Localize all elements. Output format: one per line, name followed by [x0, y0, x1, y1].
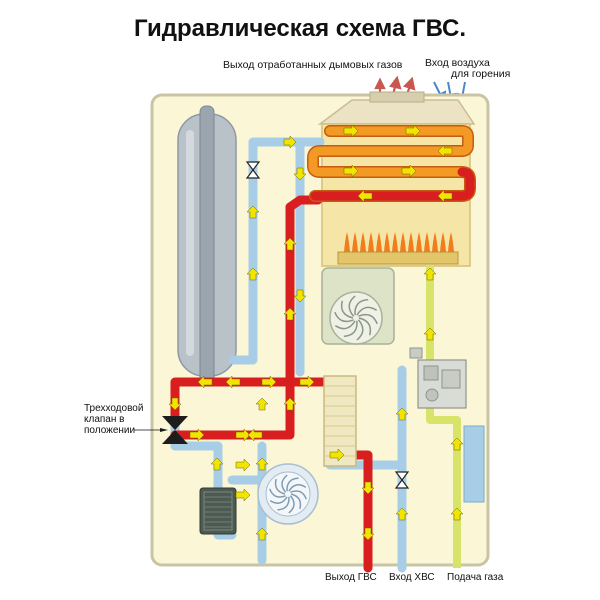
impeller-blade [286, 477, 299, 492]
flow-arrow [437, 144, 453, 158]
impeller-blade [340, 300, 354, 319]
shutoff-valve-icon [245, 161, 410, 489]
impeller-blade [281, 474, 288, 493]
impeller-blade [358, 317, 372, 336]
flame [408, 232, 414, 252]
flame [424, 232, 430, 252]
dhw-outlet-label: Выход ГВС [325, 572, 377, 583]
flow-arrow [299, 375, 315, 389]
impeller-blade [290, 490, 308, 500]
gas-supply-label: Подача газа [447, 572, 504, 583]
flow-arrow [197, 375, 213, 389]
flow-arrow [343, 124, 359, 138]
flow-arrow [401, 164, 417, 178]
flow-arrow [225, 375, 241, 389]
flame [352, 232, 358, 252]
flow-arrow [437, 189, 453, 203]
flame [376, 232, 382, 252]
flame [448, 232, 454, 252]
flow-arrow [255, 397, 269, 411]
flow-arrow [405, 124, 421, 138]
flow-arrow [261, 375, 277, 389]
impeller-blade [348, 295, 356, 317]
flow-arrow [357, 189, 373, 203]
flow-arrow [329, 448, 345, 462]
three-way-valve-label-line2: клапан в [84, 414, 124, 425]
flow-arrow [235, 488, 251, 502]
flue-collar [369, 91, 425, 103]
flow-arrow [235, 428, 251, 442]
flow-arrow [293, 289, 307, 303]
pump-icon [257, 463, 319, 525]
impeller-blade [354, 298, 369, 316]
impeller-blade [356, 306, 378, 316]
air-intake-label-line1: Вход воздуха [425, 57, 490, 69]
flame [368, 232, 374, 252]
flow-arrow [255, 527, 269, 541]
three-way-valve-label-line3: положении [84, 425, 135, 436]
flame [360, 232, 366, 252]
flow-arrow [450, 437, 464, 451]
flame [344, 232, 350, 252]
flame [416, 232, 422, 252]
flame [440, 232, 446, 252]
flow-arrow [255, 457, 269, 471]
heat-exchanger-icon [307, 125, 476, 202]
impeller-blade [277, 496, 290, 511]
flow-arrow [283, 135, 297, 149]
impeller-blade [269, 496, 288, 504]
flow-arrow [210, 457, 224, 471]
impeller-blade [288, 484, 307, 492]
impeller-blade [274, 478, 286, 495]
flow-arrow [423, 267, 437, 281]
flow-arrow [361, 481, 375, 495]
cold-water-inlet-label: Вход ХВС [389, 572, 435, 583]
gas-valve-icon [409, 347, 467, 409]
impeller-blade [343, 320, 358, 338]
flame [392, 232, 398, 252]
flow-arrow [246, 205, 260, 219]
flow-arrow [293, 167, 307, 181]
flow-arrow [235, 458, 251, 472]
flow-arrow [395, 507, 409, 521]
flow-arrow [283, 237, 297, 251]
flow-arrow [361, 527, 375, 541]
air-intake-label-line2: для горения [451, 68, 510, 80]
impeller-blade [334, 311, 354, 323]
flow-arrow [283, 397, 297, 411]
exhaust-label: Выход отработанных дымовых газов [223, 59, 403, 71]
flame [400, 232, 406, 252]
flame [432, 232, 438, 252]
fan-icon [321, 267, 395, 345]
impeller-blade [268, 488, 286, 498]
flow-arrow [247, 428, 263, 442]
flow-arrow [395, 407, 409, 421]
filter-icon [199, 487, 237, 535]
flame [384, 232, 390, 252]
impeller-blade [358, 313, 378, 325]
diagram-title: Гидравлическая схема ГВС. [134, 15, 466, 42]
flow-arrow [450, 507, 464, 521]
flow-arrow [246, 267, 260, 281]
flow-arrows [168, 124, 464, 541]
expansion-tank-icon [177, 105, 237, 385]
impeller-blade [334, 320, 356, 330]
flow-arrow [423, 327, 437, 341]
flow-arrow [343, 164, 359, 178]
burner-icon [337, 232, 459, 265]
gas-pipe [426, 265, 461, 568]
three-way-valve-icon [160, 416, 188, 444]
control-panel [463, 425, 485, 503]
impeller-blade [356, 319, 364, 341]
impeller-blade [290, 493, 302, 510]
flow-arrow [168, 397, 182, 411]
flow-arrow [283, 307, 297, 321]
three-way-valve-label-line1: Трехходовой [84, 403, 143, 414]
impeller-blade [288, 495, 295, 514]
flow-arrow [189, 428, 205, 442]
